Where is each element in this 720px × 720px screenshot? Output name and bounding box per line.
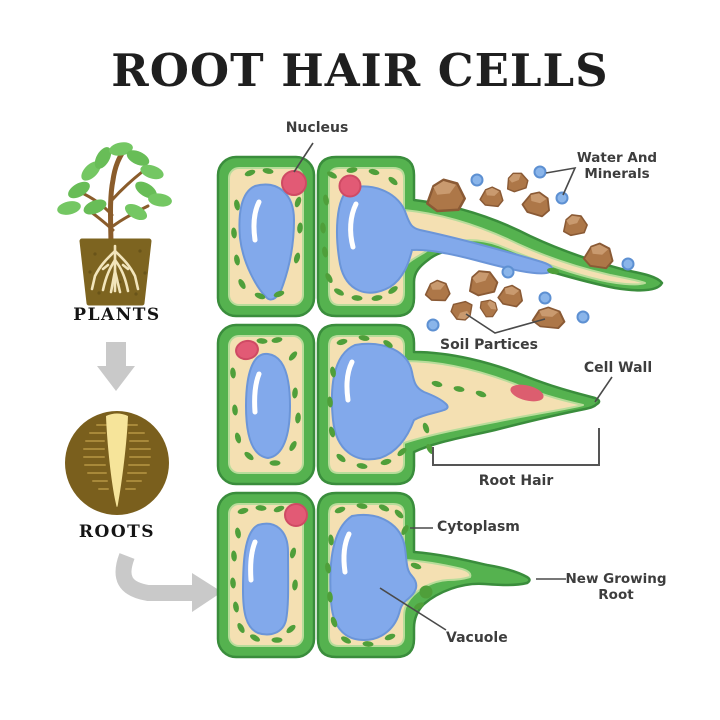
cell-row2-col1	[216, 323, 316, 486]
label-nucleus: Nucleus	[285, 120, 349, 136]
curved-arrow-icon	[115, 553, 222, 612]
label-plants: PLANTS	[73, 305, 161, 325]
nucleus-shape	[510, 384, 544, 402]
cell-row1-col2-root-hair	[316, 155, 664, 318]
cell-row3-col2-root-hair	[316, 491, 531, 659]
organelle-circle	[419, 585, 433, 599]
leader-soil-particles	[465, 313, 546, 334]
roots-illustration	[65, 411, 169, 515]
vacuole-shape	[336, 185, 554, 294]
organelles-group	[230, 167, 559, 647]
plant-illustration	[57, 142, 172, 306]
soil-speckles	[88, 249, 147, 296]
down-arrow-icon	[97, 342, 135, 391]
leader-lines	[293, 142, 613, 631]
root-hair-bracket	[432, 428, 600, 466]
vacuole-shape	[330, 342, 449, 461]
nucleus-shape	[338, 174, 362, 198]
label-roots: ROOTS	[78, 522, 156, 542]
leader-cell-wall	[594, 376, 613, 403]
page-title: ROOT HAIR CELLS	[111, 44, 609, 97]
pot-roots	[90, 244, 140, 294]
label-cytoplasm: Cytoplasm	[437, 519, 520, 535]
leader-water-minerals	[545, 166, 577, 196]
nucleus-shape	[284, 503, 308, 527]
cell-row2-col2-root-hair	[316, 323, 601, 486]
cell-row1-col1	[216, 155, 316, 318]
leader-vacuole	[379, 587, 447, 631]
nucleus-shape	[235, 339, 259, 361]
label-vacuole: Vacuole	[446, 630, 508, 646]
label-root-hair: Root Hair	[478, 473, 554, 489]
root-hairs-striations	[83, 424, 151, 490]
leader-nucleus	[293, 142, 314, 173]
plant-leaves	[57, 142, 172, 221]
nucleus-shape	[281, 170, 307, 196]
label-cell-wall: Cell Wall	[583, 360, 653, 376]
label-water-and-minerals: Water And Minerals	[576, 150, 658, 182]
taproot	[106, 413, 128, 507]
label-new-growing-root: New Growing Root	[565, 571, 667, 603]
label-soil-particles: Soil Partices	[439, 337, 539, 353]
cell-row3-col1	[216, 491, 316, 659]
